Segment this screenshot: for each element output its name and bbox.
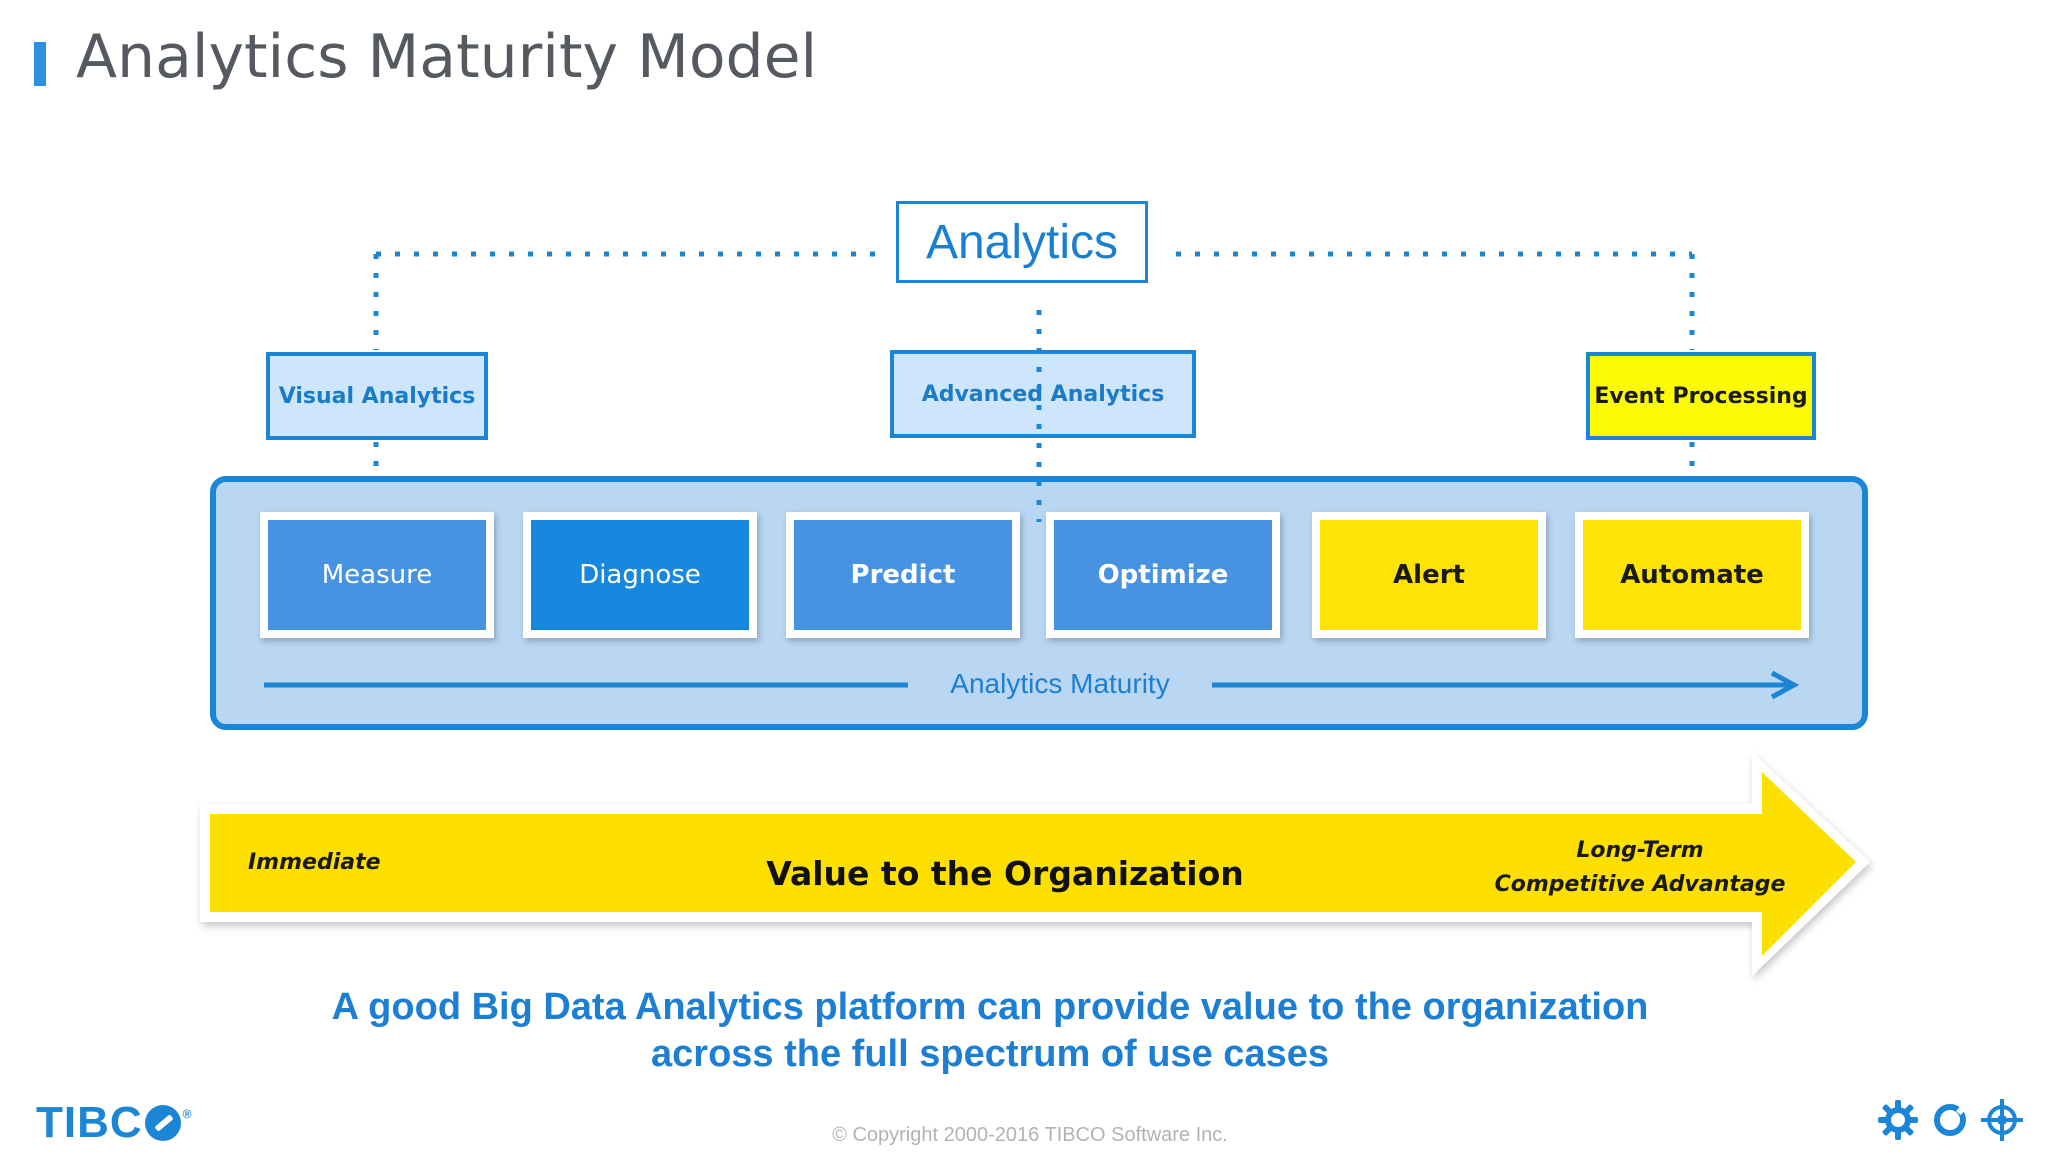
tagline-line1: A good Big Data Analytics platform can p… — [331, 986, 1649, 1028]
maturity-arrowhead — [1770, 670, 1800, 700]
value-longterm-line1: Long-Term — [1576, 838, 1704, 863]
gear-icon — [1876, 1098, 1920, 1142]
stage-automate: Automate — [1575, 512, 1809, 638]
category-event-processing: Event Processing — [1586, 352, 1816, 440]
stage-optimize: Optimize — [1046, 512, 1280, 638]
title-accent-bar — [34, 42, 46, 86]
maturity-label: Analytics Maturity — [950, 668, 1170, 699]
value-longterm-line2: Competitive Advantage — [1494, 872, 1786, 897]
value-longterm-label: Long-Term Competitive Advantage — [1480, 834, 1800, 902]
page-title: Analytics Maturity Model — [76, 22, 818, 92]
category-visual-analytics: Visual Analytics — [266, 352, 488, 440]
value-arrow-fill — [210, 772, 1856, 956]
tibco-logo: TIBC ® — [36, 1098, 193, 1148]
analytics-header-box: Analytics — [896, 201, 1148, 283]
stage-measure: Measure — [260, 512, 494, 638]
tagline-line2: across the full spectrum of use cases — [651, 1033, 1329, 1075]
stage-alert: Alert — [1312, 512, 1546, 638]
logo-text: TIBC — [36, 1098, 143, 1147]
copyright-text: © Copyright 2000-2016 TIBCO Software Inc… — [832, 1124, 1228, 1146]
category-advanced-analytics: Advanced Analytics — [890, 350, 1196, 438]
logo-registered: ® — [182, 1107, 193, 1121]
logo-o-mark — [144, 1105, 181, 1141]
stage-diagnose: Diagnose — [523, 512, 757, 638]
footer-icons — [1876, 1098, 2024, 1142]
value-main-label: Value to the Organization — [766, 854, 1244, 893]
tagline: A good Big Data Analytics platform can p… — [200, 984, 1780, 1078]
value-immediate-label: Immediate — [248, 850, 381, 875]
stage-predict: Predict — [786, 512, 1020, 638]
ring-icon — [1928, 1098, 1972, 1142]
target-icon — [1980, 1098, 2024, 1142]
